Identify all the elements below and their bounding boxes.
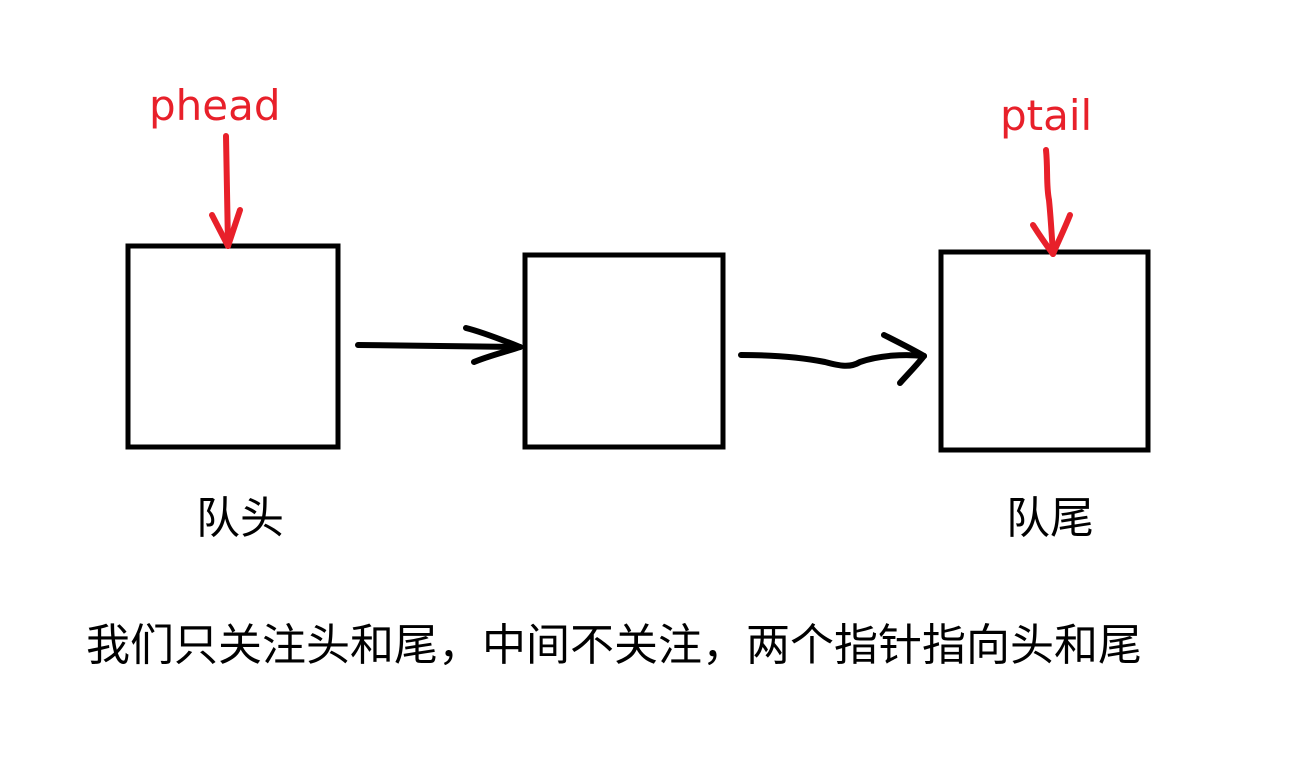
queue-node-tail (938, 249, 1151, 453)
next-link-arrow-2 (738, 332, 927, 386)
phead-label: phead (149, 81, 281, 130)
next-link-arrow-1 (355, 325, 523, 365)
ptail-pointer-arrow (1030, 147, 1073, 257)
queue-tail-caption: 队尾 (1006, 493, 1094, 544)
queue-node-middle (522, 252, 726, 450)
phead-pointer-arrow (209, 133, 243, 249)
diagram-caption: 我们只关注头和尾，中间不关注，两个指针指向头和尾 (86, 620, 1142, 671)
queue-head-caption: 队头 (196, 493, 284, 544)
ptail-label: ptail (1000, 91, 1093, 140)
queue-node-head (125, 243, 341, 450)
